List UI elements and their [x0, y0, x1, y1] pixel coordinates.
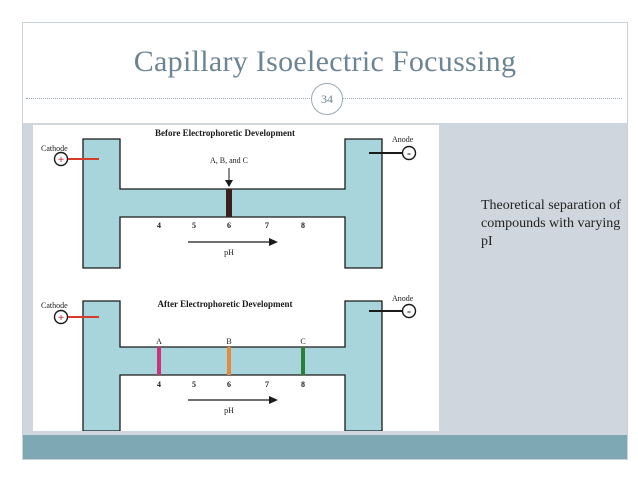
cief-diagram: Before Electrophoretic Development Catho… — [33, 125, 439, 431]
slide: Capillary Isoelectric Focussing 34 Befor… — [22, 22, 628, 460]
ph-axis-label: pH — [224, 248, 234, 257]
slide-number-badge: 34 — [311, 83, 343, 115]
ph-tick: 8 — [301, 380, 305, 389]
before-heading: Before Electrophoretic Development — [155, 128, 295, 138]
ph-tick: 7 — [265, 221, 269, 230]
ph-axis-label: pH — [224, 406, 234, 415]
band-a — [157, 347, 161, 375]
cathode-sign-after: + — [58, 312, 64, 324]
ph-gradient-arrowhead — [269, 396, 278, 404]
anode-label-before: Anode — [392, 135, 414, 144]
capillary-before — [82, 138, 383, 269]
cathode-label-after: Cathode — [41, 301, 68, 310]
anode-terminal-after — [401, 303, 417, 319]
band-b — [227, 347, 231, 375]
ph-tick: 6 — [227, 221, 231, 230]
band-label: B — [226, 337, 231, 346]
description-text: Theoretical separation of compounds with… — [481, 198, 621, 249]
cathode-terminal-after — [53, 309, 69, 325]
after-panel: After Electrophoretic Development A B C … — [41, 294, 417, 431]
sample-band — [226, 189, 232, 217]
ph-tick: 8 — [301, 221, 305, 230]
anode-sign-before: - — [407, 146, 411, 160]
ph-tick: 4 — [157, 221, 161, 230]
ph-tick: 5 — [192, 380, 196, 389]
band-label: A — [156, 337, 162, 346]
anode-terminal-before — [401, 145, 417, 161]
band-c — [301, 347, 305, 375]
cathode-sign-before: + — [58, 154, 64, 166]
after-heading: After Electrophoretic Development — [158, 299, 293, 309]
ph-gradient-arrowhead — [269, 238, 278, 246]
cathode-terminal-before — [53, 151, 69, 167]
ph-tick: 7 — [265, 380, 269, 389]
capillary-after — [82, 300, 383, 431]
ph-tick: 5 — [192, 221, 196, 230]
cathode-label-before: Cathode — [41, 144, 68, 153]
anode-label-after: Anode — [392, 294, 414, 303]
anode-sign-after: - — [407, 304, 411, 318]
sample-pointer-head — [225, 180, 233, 187]
sample-label: A, B, and C — [210, 156, 248, 165]
ph-tick: 4 — [157, 380, 161, 389]
before-panel: Before Electrophoretic Development Catho… — [41, 128, 417, 269]
slide-title: Capillary Isoelectric Focussing — [133, 45, 517, 78]
content-area: Before Electrophoretic Development Catho… — [23, 123, 627, 435]
ph-tick: 6 — [227, 380, 231, 389]
band-label: C — [300, 337, 305, 346]
footer-band — [23, 435, 627, 459]
